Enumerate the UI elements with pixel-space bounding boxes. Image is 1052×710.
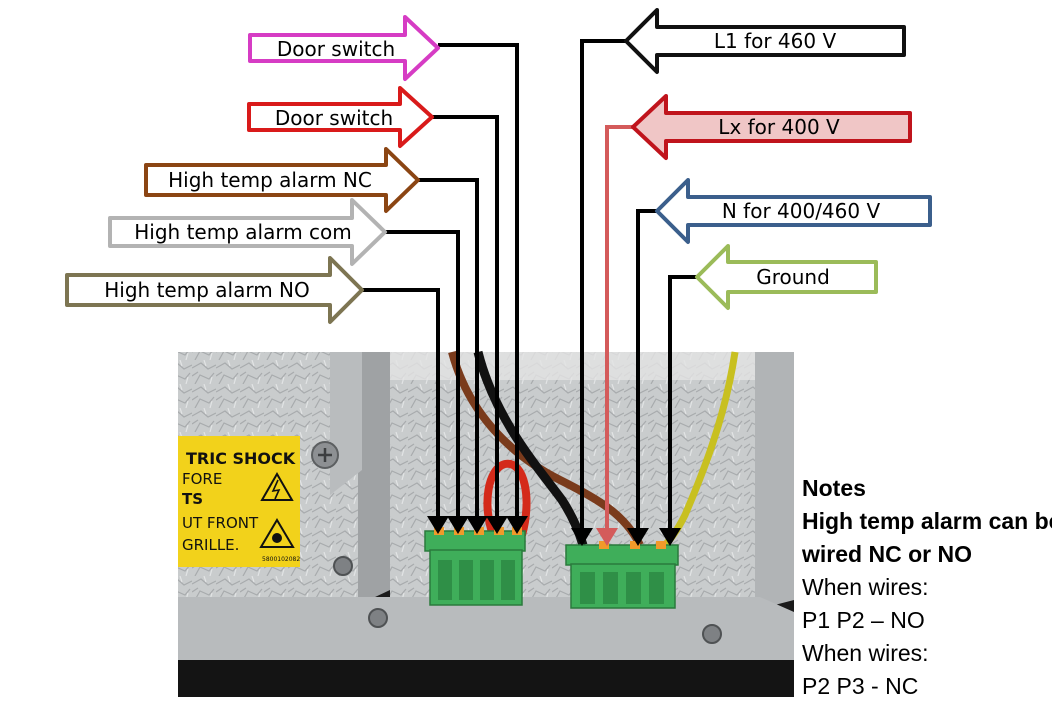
label-door-switch-1: Door switch xyxy=(248,15,440,81)
sticker-text: FORE xyxy=(182,470,222,488)
label-alarm-nc: High temp alarm NC xyxy=(144,147,420,213)
notes-line: P1 P2 – NO xyxy=(802,607,925,633)
terminal-block-right xyxy=(565,541,679,609)
leader-alarm-no xyxy=(362,288,440,520)
wire-brown xyxy=(448,350,644,547)
arrowhead-icon xyxy=(659,528,681,546)
notes-bold-line: wired NC or NO xyxy=(802,541,972,567)
arrowhead-icon xyxy=(486,516,508,534)
label-alarm-no: High temp alarm NO xyxy=(65,256,364,324)
leader-lx xyxy=(605,125,633,535)
screw-icon xyxy=(333,556,353,576)
terminal-box-photo: TRIC SHOCK FORE TS UT FRONT GRILLE. 5800… xyxy=(178,350,794,697)
leader-alarm-com xyxy=(385,230,460,520)
label-text: Ground xyxy=(756,265,830,289)
leader-l1 xyxy=(580,39,626,535)
label-text: L1 for 460 V xyxy=(714,29,837,53)
sticker-text: GRILLE. xyxy=(182,536,239,554)
leader-arrowheads xyxy=(427,516,681,546)
notes-line: When wires: xyxy=(802,574,929,600)
sticker-text: TRIC SHOCK xyxy=(186,449,296,468)
label-text: N for 400/460 V xyxy=(722,199,881,223)
notes-title: Notes xyxy=(802,475,866,501)
label-alarm-com: High temp alarm com xyxy=(108,198,387,266)
label-text: High temp alarm NO xyxy=(104,278,310,302)
terminal-block-left xyxy=(424,527,526,606)
leader-alarm-nc xyxy=(418,178,479,520)
arrowhead-icon xyxy=(506,516,528,534)
notes-bold-line: High temp alarm can be xyxy=(802,508,1052,534)
label-lx: Lx for 400 V xyxy=(631,94,912,160)
label-text: Door switch xyxy=(275,106,393,130)
leader-lines xyxy=(362,39,697,535)
leader-door-switch-1 xyxy=(438,43,519,520)
label-text: High temp alarm com xyxy=(134,220,352,244)
label-text: Lx for 400 V xyxy=(718,115,840,139)
label-neutral: N for 400/460 V xyxy=(655,178,932,244)
screw-icon xyxy=(702,624,722,644)
label-l1: L1 for 460 V xyxy=(624,8,906,74)
arrowhead-icon xyxy=(466,516,488,534)
arrowhead-icon xyxy=(596,528,618,546)
arrowhead-icon xyxy=(627,528,649,546)
svg-text:5800102082: 5800102082 xyxy=(262,556,300,563)
leader-ground xyxy=(668,275,697,535)
sticker-text: TS xyxy=(182,490,203,508)
label-door-switch-2: Door switch xyxy=(247,86,434,148)
notes-line: When wires: xyxy=(802,640,929,666)
sticker-text: UT FRONT xyxy=(182,514,259,532)
screw-icon xyxy=(311,441,339,469)
arrowhead-icon xyxy=(427,516,449,534)
high-voltage-icon xyxy=(260,471,294,501)
arrowhead-icon xyxy=(571,528,593,546)
label-text: High temp alarm NC xyxy=(168,168,372,192)
warning-sticker xyxy=(178,436,300,567)
wire-red-loop xyxy=(483,459,531,537)
notes-line: P2 P3 - NC xyxy=(802,673,919,699)
leader-door-switch-2 xyxy=(432,115,499,520)
fan-hazard-icon xyxy=(259,518,295,548)
label-ground: Ground xyxy=(695,244,878,310)
screw-icon xyxy=(368,608,388,628)
notes-panel: Notes High temp alarm can be wired NC or… xyxy=(802,472,1052,703)
leader-neutral xyxy=(636,209,657,535)
label-text: Door switch xyxy=(277,37,395,61)
arrowhead-icon xyxy=(447,516,469,534)
